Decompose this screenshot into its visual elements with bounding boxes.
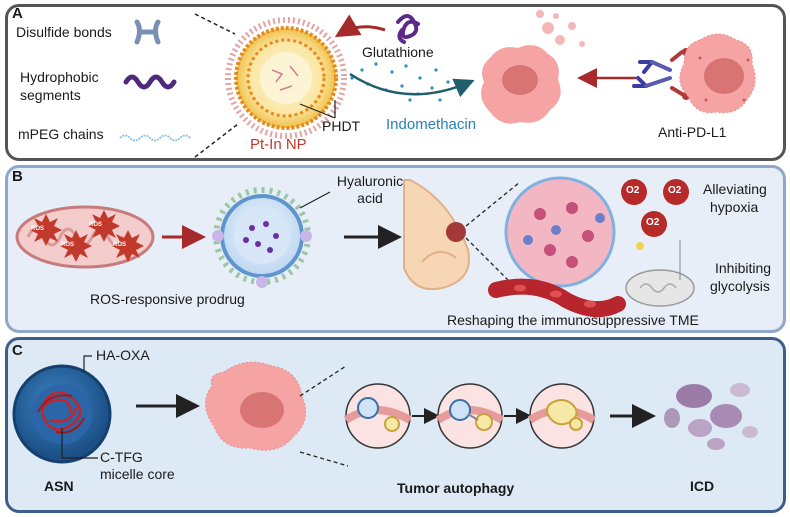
glycolysis-label-line2: glycolysis bbox=[710, 278, 770, 294]
tumor-cell-target bbox=[679, 33, 756, 114]
ros-burst-icons bbox=[30, 210, 144, 262]
hyaluronic-pointer bbox=[299, 191, 331, 209]
tumor-cell-c bbox=[205, 361, 307, 451]
arrow-gsh-to-np bbox=[334, 14, 386, 38]
icd-label: ICD bbox=[690, 478, 715, 494]
o2-label-3: O2 bbox=[646, 217, 660, 228]
asn-label: ASN bbox=[44, 478, 74, 494]
ros-label-1: ROS bbox=[31, 226, 45, 232]
breast-tissue bbox=[403, 179, 470, 290]
hypoxia-label-line1: Alleviating bbox=[703, 181, 767, 197]
anti-pd-l1-antibody-icon bbox=[632, 48, 690, 100]
arrow-np-to-tumor bbox=[349, 72, 475, 98]
micelle-core-label: micelle core bbox=[100, 466, 175, 482]
ha-oxa-label: HA-OXA bbox=[96, 347, 150, 363]
anti-pd-l1-label: Anti-PD-L1 bbox=[658, 124, 727, 140]
legend-mpeg-label: mPEG chains bbox=[18, 126, 104, 142]
o2-label-2: O2 bbox=[668, 185, 682, 196]
phdt-pointer bbox=[299, 103, 336, 119]
panel-b-label: B bbox=[12, 168, 23, 185]
indomethacin-label: Indomethacin bbox=[386, 116, 477, 133]
autophagy-stage-3 bbox=[527, 383, 597, 449]
reshaping-tme-label: Reshaping the immunosuppressive TME bbox=[447, 312, 699, 328]
zoom-line-c-bottom bbox=[299, 451, 349, 467]
glycolysis-pathway-icon bbox=[625, 240, 695, 307]
zoom-line-top bbox=[194, 13, 236, 35]
pt-in-nanoparticle bbox=[225, 17, 347, 139]
ros-label-4: ROS bbox=[113, 242, 127, 248]
tumor-autophagy-label: Tumor autophagy bbox=[397, 480, 515, 496]
c-tfg-pointer bbox=[61, 428, 98, 459]
c-tfg-label: C-TFG bbox=[100, 449, 143, 465]
legend-disulfide-label: Disulfide bonds bbox=[16, 24, 112, 40]
tumor-microenvironment bbox=[488, 176, 626, 318]
autophagy-stage-2 bbox=[435, 383, 505, 449]
panel-a-label: A bbox=[12, 5, 23, 22]
glutathione-label: Glutathione bbox=[362, 44, 434, 60]
ros-label-3: ROS bbox=[61, 242, 75, 248]
zoom-line-b-top bbox=[465, 181, 521, 227]
ha-oxa-pointer bbox=[83, 355, 92, 372]
prodrug-label: ROS-responsive prodrug bbox=[90, 291, 245, 307]
glutathione-icon bbox=[396, 14, 420, 44]
ha-vesicle bbox=[212, 187, 312, 288]
o2-label-1: O2 bbox=[626, 185, 640, 196]
autophagy-stage-1 bbox=[343, 383, 413, 449]
hydrophobic-segment-icon bbox=[123, 74, 177, 90]
zoom-line-bottom bbox=[194, 123, 239, 158]
panel-c-label: C bbox=[12, 342, 23, 359]
disulfide-bond-icon bbox=[134, 19, 161, 45]
legend-hydrophobic-label: Hydrophobic segments bbox=[20, 69, 99, 103]
ros-label-2: ROS bbox=[89, 222, 103, 228]
pt-in-np-label: Pt-In NP bbox=[250, 136, 307, 153]
zoom-line-c-top bbox=[299, 365, 347, 397]
asn-micelle bbox=[12, 364, 112, 464]
phdt-label: PHDT bbox=[322, 118, 361, 134]
oxygen-bubbles bbox=[621, 179, 689, 237]
mpeg-chain-icon bbox=[119, 134, 191, 142]
glycolysis-label-line1: Inhibiting bbox=[715, 260, 772, 276]
icd-debris bbox=[664, 383, 758, 450]
lysing-tumor-cell bbox=[481, 10, 585, 124]
hypoxia-label-line2: hypoxia bbox=[710, 199, 759, 215]
hyaluronic-label-line2: acid bbox=[357, 190, 383, 206]
hyaluronic-label-line1: Hyaluronic bbox=[336, 173, 404, 189]
